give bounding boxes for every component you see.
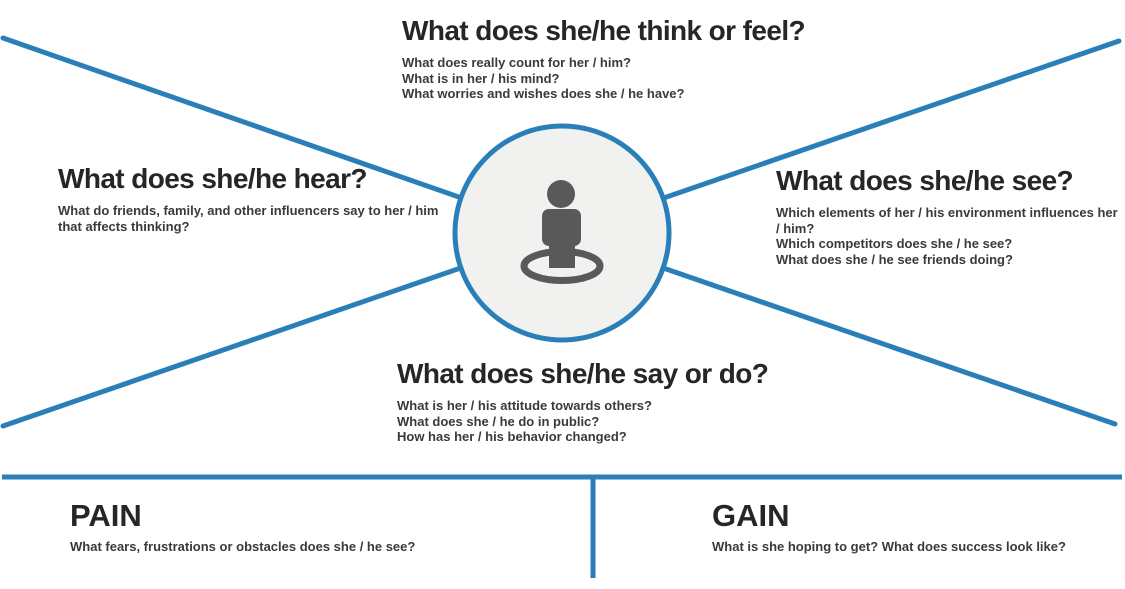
- see-question: Which elements of her / his environment …: [776, 205, 1118, 236]
- pain-title: PAIN: [70, 498, 142, 533]
- think-feel-question: What worries and wishes does she / he ha…: [402, 86, 685, 101]
- see-title: What does she/he see?: [776, 165, 1074, 196]
- see-question: Which competitors does she / he see?: [776, 236, 1013, 251]
- section-hear: What does she/he hear? What do friends, …: [58, 162, 458, 234]
- section-say-do: What does she/he say or do? What is her …: [397, 357, 847, 445]
- pain-question: What fears, frustrations or obstacles do…: [70, 539, 416, 554]
- section-see: What does she/he see? Which elements of …: [776, 164, 1124, 267]
- think-feel-title: What does she/he think or feel?: [402, 15, 806, 46]
- think-feel-question: What is in her / his mind?: [402, 70, 560, 86]
- say-do-question: What does she / he do in public?: [397, 413, 600, 429]
- hear-title: What does she/he hear?: [58, 163, 367, 194]
- section-think-feel: What does she/he think or feel? What doe…: [402, 14, 852, 102]
- gain-question: What is she hoping to get? What does suc…: [712, 539, 1066, 554]
- gain-title: GAIN: [712, 498, 790, 533]
- persona-torso: [542, 209, 581, 246]
- see-question: What does she / he see friends doing?: [776, 251, 1013, 267]
- persona-head: [547, 180, 575, 208]
- hear-question: What do friends, family, and other influ…: [58, 203, 439, 234]
- persona-icon: [520, 180, 604, 284]
- say-do-question: How has her / his behavior changed?: [397, 429, 627, 444]
- section-gain: GAIN What is she hoping to get? What doe…: [712, 498, 1122, 555]
- say-do-question: What is her / his attitude towards other…: [397, 398, 652, 413]
- say-do-title: What does she/he say or do?: [397, 358, 769, 389]
- think-feel-question: What does really count for her / him?: [402, 55, 631, 70]
- section-pain: PAIN What fears, frustrations or obstacl…: [70, 498, 540, 555]
